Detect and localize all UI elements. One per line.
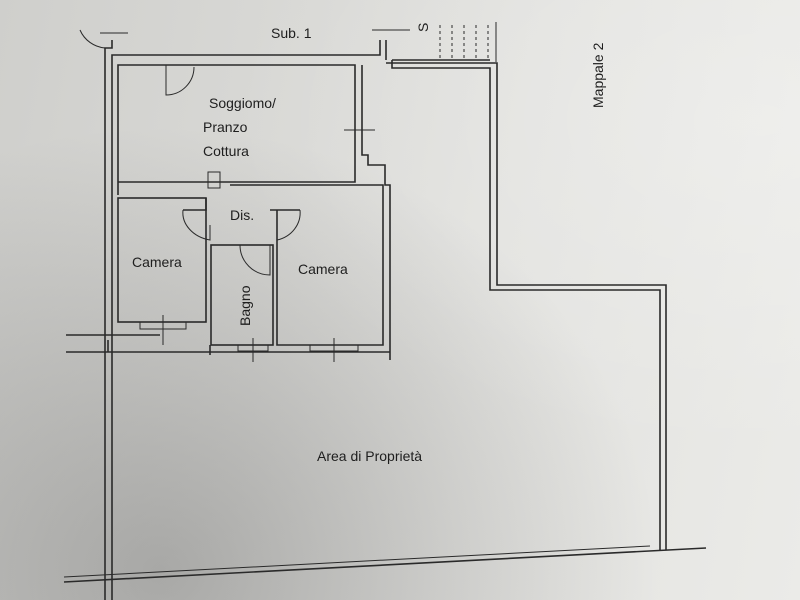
label-sub: Sub. 1 xyxy=(271,25,312,41)
label-pranzo: Pranzo xyxy=(203,119,248,135)
label-dis: Dis. xyxy=(230,207,254,223)
label-mappale: Mappale 2 xyxy=(590,42,606,108)
walls xyxy=(63,40,707,600)
label-cottura: Cottura xyxy=(203,143,249,159)
label-s: S xyxy=(415,23,431,32)
doors xyxy=(79,29,301,276)
stairs xyxy=(439,22,497,62)
label-soggiorno: Soggiomo/ xyxy=(209,95,276,111)
label-camera-right: Camera xyxy=(298,261,348,277)
windows xyxy=(100,29,410,362)
label-camera-left: Camera xyxy=(132,254,182,270)
label-bagno: Bagno xyxy=(237,285,253,326)
label-area: Area di Proprietà xyxy=(317,448,422,464)
